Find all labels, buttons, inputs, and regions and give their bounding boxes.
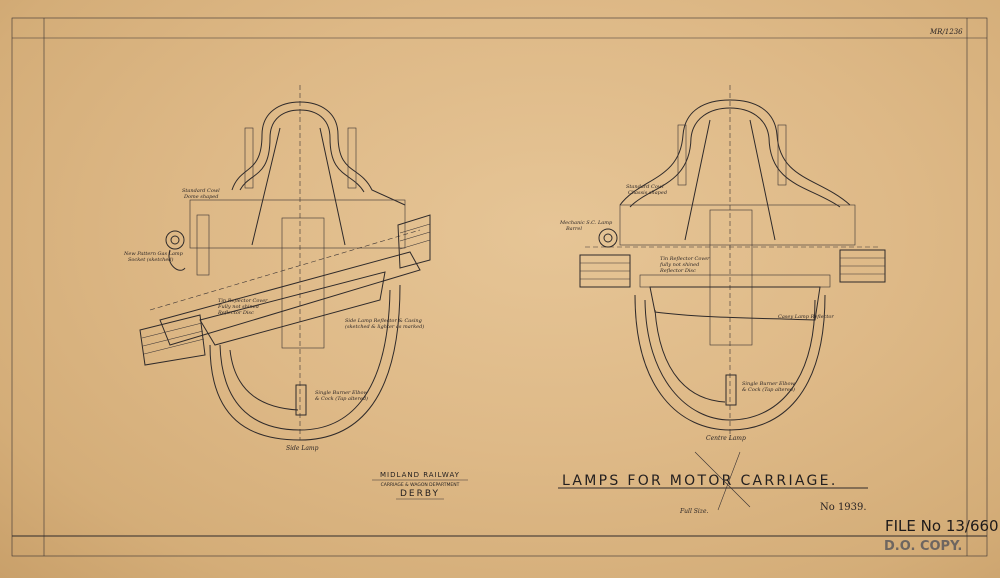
note: Tin Reflector Cover	[218, 298, 268, 304]
company-name: MIDLAND RAILWAY	[380, 471, 460, 479]
note: Mechanic S.C. Lamp	[559, 220, 613, 226]
note: Socket (sketched)	[128, 256, 174, 263]
note: Fully not shined	[217, 304, 259, 310]
scale-note: Full Size.	[679, 508, 709, 515]
note: Reflector Disc	[217, 310, 254, 316]
location: DERBY	[400, 489, 440, 499]
file-number: FILE No 13/660	[885, 517, 999, 535]
note: Barrel	[565, 226, 582, 232]
note: Reflector Disc	[659, 268, 696, 274]
centre-lamp-drawing	[579, 85, 886, 440]
sheet-reference: MR/1236	[929, 28, 963, 36]
note: Chassis shaped	[628, 190, 667, 196]
note: Standard Cowl	[626, 184, 664, 190]
note: Side Lamp Reflector & Casing	[345, 318, 422, 324]
note: Casey Lamp Reflector	[778, 314, 834, 320]
note: Dome shaped	[183, 194, 218, 200]
note: & Cock (Tap altered)	[742, 386, 795, 393]
note: Standard Cowl	[182, 188, 220, 194]
note: Single Burner Elbow	[315, 390, 368, 396]
note: New Pattern Gas Lamp	[123, 251, 184, 257]
drawing-title: LAMPS FOR MOTOR CARRIAGE.	[562, 473, 838, 489]
copy-stamp: D.O. COPY.	[884, 539, 962, 554]
drawing-number: No 1939.	[820, 502, 867, 513]
side-lamp-caption: Side Lamp	[286, 445, 319, 452]
note: & Cock (Tap altered)	[315, 395, 368, 402]
sheet-border	[11, 17, 988, 557]
department: CARRIAGE & WAGON DEPARTMENT	[381, 482, 460, 488]
note: fully not shined	[659, 262, 699, 268]
note: Single Burner Elbow	[742, 381, 795, 387]
note: Tin Reflector Cover	[660, 256, 710, 262]
note: (sketched & lighter as marked)	[345, 323, 424, 330]
centre-lamp-caption: Centre Lamp	[706, 435, 746, 442]
side-lamp-drawing	[139, 85, 431, 441]
